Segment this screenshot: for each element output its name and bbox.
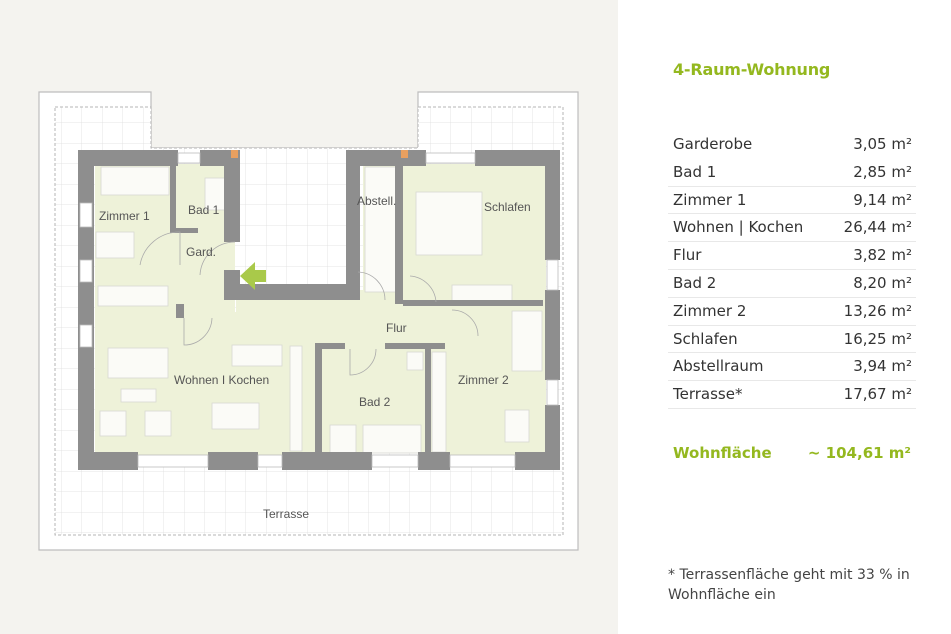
label-abstell: Abstell. (357, 194, 396, 208)
table-row: Garderobe 3,05 m² (668, 131, 916, 159)
table-row: Zimmer 1 9,14 m² (668, 187, 916, 215)
table-row: Abstellraum 3,94 m² (668, 353, 916, 382)
door-swings (139, 231, 479, 376)
room-name: Schlafen (673, 329, 738, 348)
room-area: 2,85 m² (853, 162, 912, 181)
label-gard: Gard. (186, 245, 216, 259)
room-name: Abstellraum (673, 357, 764, 376)
footnote: * Terrassenfläche geht mit 33 % in Wohnf… (668, 567, 910, 603)
room-area: 3,94 m² (853, 357, 912, 376)
table-row: Zimmer 2 13,26 m² (668, 298, 916, 326)
total-living-area: Wohnfläche ~ 104,61 m² (673, 444, 911, 462)
label-zimmer1: Zimmer 1 (99, 209, 150, 223)
label-schlafen: Schlafen (484, 200, 531, 214)
room-name: Zimmer 1 (673, 190, 747, 209)
room-name: Flur (673, 246, 702, 265)
table-row: Wohnen | Kochen 26,44 m² (668, 214, 916, 243)
table-row: Bad 1 2,85 m² (668, 159, 916, 187)
room-area: 9,14 m² (853, 190, 912, 209)
marker (231, 150, 238, 158)
label-wohnen-kochen: Wohnen I Kochen (174, 373, 269, 387)
room-area: 26,44 m² (843, 218, 912, 237)
room-name: Bad 2 (673, 273, 717, 292)
room-area: 3,82 m² (853, 246, 912, 265)
floor-plan-panel: Zimmer 1 Bad 1 Gard. Abstell. Schlafen F… (0, 0, 618, 634)
table-row: Bad 2 8,20 m² (668, 270, 916, 298)
floor-plan: Zimmer 1 Bad 1 Gard. Abstell. Schlafen F… (38, 91, 579, 551)
walls (78, 150, 560, 470)
entrance-arrow-icon (240, 262, 266, 290)
table-row: Terrasse* 17,67 m² (668, 381, 916, 409)
label-terrasse: Terrasse (263, 507, 309, 521)
room-name: Terrasse* (673, 385, 743, 404)
room-area-table: Garderobe 3,05 m² Bad 1 2,85 m² Zimmer 1 9,… (668, 131, 916, 409)
room-name: Zimmer 2 (673, 301, 747, 320)
room-area: 13,26 m² (843, 301, 912, 320)
total-value: ~ 104,61 m² (807, 444, 911, 462)
label-bad2: Bad 2 (359, 395, 391, 409)
room-name: Wohnen | Kochen (673, 218, 804, 237)
room-area: 16,25 m² (843, 329, 912, 348)
marker (401, 150, 408, 158)
room-area: 17,67 m² (843, 385, 912, 404)
apartment-title: 4-Raum-Wohnung (673, 60, 831, 79)
table-row: Schlafen 16,25 m² (668, 326, 916, 354)
room-name: Bad 1 (673, 162, 717, 181)
room-area: 8,20 m² (853, 273, 912, 292)
label-zimmer2: Zimmer 2 (458, 373, 509, 387)
info-panel: 4-Raum-Wohnung Garderobe 3,05 m² Bad 1 2,8… (618, 0, 951, 634)
label-flur: Flur (386, 321, 407, 335)
room-area: 3,05 m² (853, 135, 912, 153)
label-bad1: Bad 1 (188, 203, 220, 217)
table-row: Flur 3,82 m² (668, 242, 916, 270)
room-name: Garderobe (673, 135, 753, 153)
total-label: Wohnfläche (673, 444, 772, 462)
windows (79, 152, 559, 468)
